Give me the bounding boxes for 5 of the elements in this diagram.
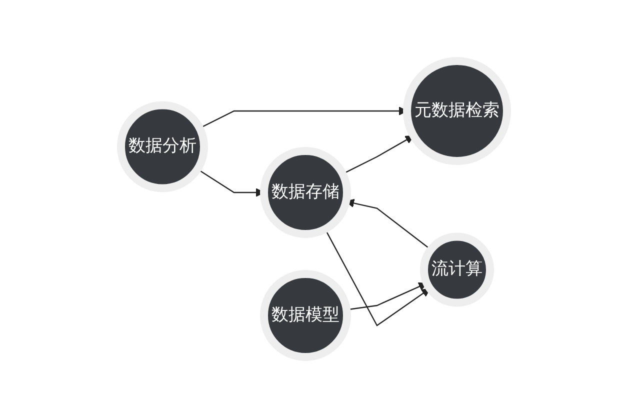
node-circle: 数据模型 — [260, 270, 351, 361]
node-circle: 数据存储 — [260, 147, 351, 238]
node-circle: 流计算 — [420, 232, 494, 307]
node-circle: 元数据检索 — [403, 57, 511, 165]
node-circle: 数据分析 — [117, 101, 208, 192]
